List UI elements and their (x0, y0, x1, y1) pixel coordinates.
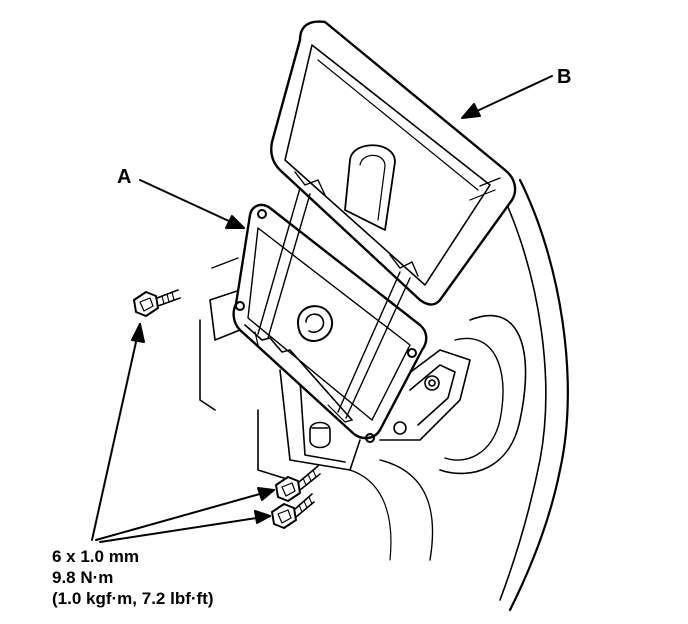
mounting-structure (199, 289, 471, 481)
bracket-b (270, 20, 517, 306)
callout-label-a: A (117, 166, 132, 188)
callout-arrow-b (461, 75, 553, 119)
module-a (232, 203, 428, 443)
alignment-guides (257, 187, 411, 419)
bolt-upper-left (133, 257, 239, 317)
callout-arrow-a (139, 179, 245, 229)
bolt-lower-right-upper (275, 465, 321, 502)
torque-nm: 9.8 N·m (52, 568, 114, 587)
spec-leader-arrows (91, 323, 275, 543)
bolt-lower-right-lower (271, 493, 315, 529)
body-panel-outline (349, 178, 569, 612)
callout-label-b: B (557, 66, 572, 88)
torque-spec: 6 x 1.0 mm 9.8 N·m (1.0 kgf·m, 7.2 lbf·f… (52, 546, 214, 609)
torque-alt: (1.0 kgf·m, 7.2 lbf·ft) (52, 589, 214, 608)
bolt-size: 6 x 1.0 mm (52, 547, 139, 566)
